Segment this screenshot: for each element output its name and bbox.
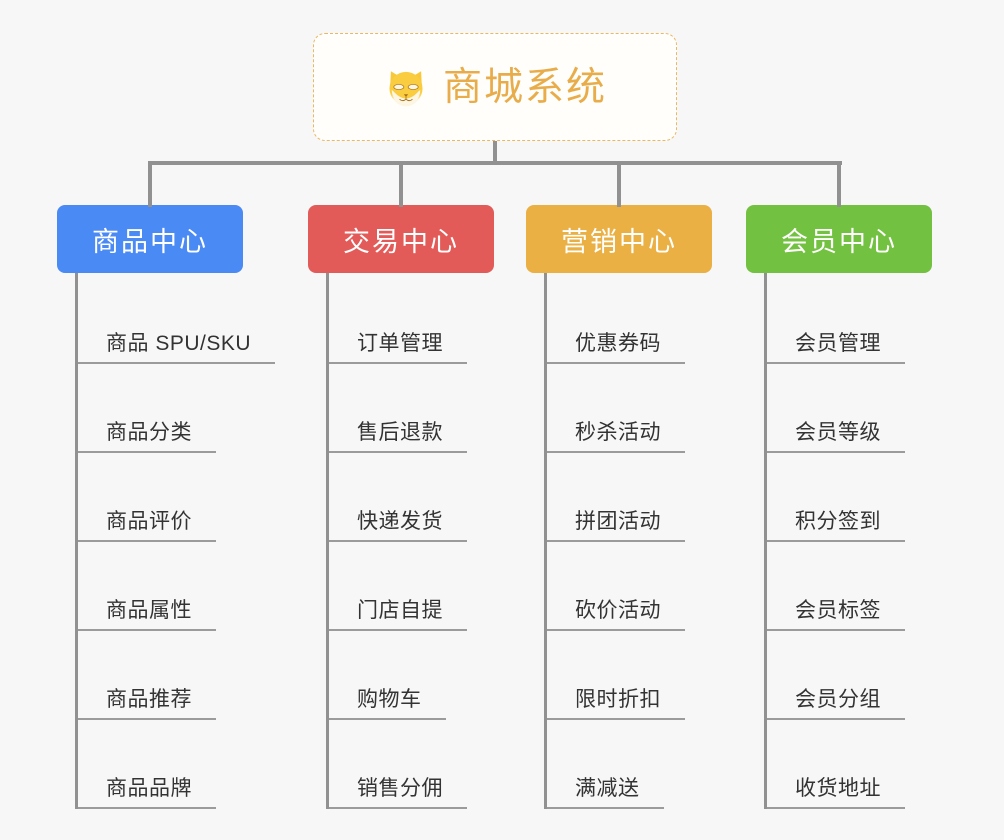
leaf-item-label: 购物车 — [353, 688, 446, 720]
leaf-item-label: 售后退款 — [353, 421, 467, 453]
leaf-item[interactable]: 会员标签 — [767, 542, 932, 631]
leaf-item-label: 商品品牌 — [102, 777, 216, 809]
leaf-item-label: 订单管理 — [353, 332, 467, 364]
leaf-item-label: 优惠券码 — [571, 332, 685, 364]
leaf-item-label: 限时折扣 — [571, 688, 685, 720]
leaf-item-label: 砍价活动 — [571, 599, 685, 631]
leaf-item[interactable]: 积分签到 — [767, 453, 932, 542]
leaf-item-label: 商品属性 — [102, 599, 216, 631]
branch-trade-center: 交易中心订单管理售后退款快递发货门店自提购物车销售分佣 — [308, 205, 494, 809]
leaf-item-label: 会员分组 — [791, 688, 905, 720]
leaf-item-label: 商品评价 — [102, 510, 216, 542]
leaf-item[interactable]: 商品推荐 — [78, 631, 243, 720]
connector-drop-trade-center — [399, 161, 403, 207]
leaf-item-label: 会员管理 — [791, 332, 905, 364]
leaf-item[interactable]: 售后退款 — [329, 364, 494, 453]
leaf-item-label: 会员等级 — [791, 421, 905, 453]
category-label: 营销中心 — [561, 226, 677, 257]
branch-marketing-center: 营销中心优惠券码秒杀活动拼团活动砍价活动限时折扣满减送 — [526, 205, 712, 809]
connector-drop-product-center — [148, 161, 152, 207]
leaf-item-label: 商品 SPU/SKU — [102, 332, 276, 364]
leaf-item[interactable]: 秒杀活动 — [547, 364, 712, 453]
leaf-item-label: 秒杀活动 — [571, 421, 685, 453]
category-label: 会员中心 — [781, 226, 897, 257]
leaf-item-label: 门店自提 — [353, 599, 467, 631]
leaf-item-label: 满减送 — [571, 777, 664, 809]
leaf-list-product-center: 商品 SPU/SKU 商品分类商品评价商品属性商品推荐商品品牌 — [75, 273, 276, 809]
leaf-item[interactable]: 商品分类 — [78, 364, 243, 453]
branch-product-center: 商品中心商品 SPU/SKU 商品分类商品评价商品属性商品推荐商品品牌 — [57, 205, 276, 809]
category-box-marketing-center[interactable]: 营销中心 — [526, 205, 712, 273]
leaf-item-label: 积分签到 — [791, 510, 905, 542]
category-box-trade-center[interactable]: 交易中心 — [308, 205, 494, 273]
leaf-item[interactable]: 满减送 — [547, 720, 712, 809]
connector-drop-marketing-center — [617, 161, 621, 207]
leaf-item[interactable]: 限时折扣 — [547, 631, 712, 720]
connector-horizontal-bus — [150, 161, 842, 165]
leaf-item-label: 快递发货 — [353, 510, 467, 542]
shiba-inu-dog-face-icon — [383, 64, 429, 110]
leaf-item-label: 会员标签 — [791, 599, 905, 631]
leaf-item[interactable]: 会员管理 — [767, 275, 932, 364]
leaf-item-label: 拼团活动 — [571, 510, 685, 542]
leaf-item[interactable]: 砍价活动 — [547, 542, 712, 631]
category-label: 商品中心 — [92, 226, 208, 257]
leaf-item[interactable]: 商品评价 — [78, 453, 243, 542]
leaf-item[interactable]: 门店自提 — [329, 542, 494, 631]
category-box-member-center[interactable]: 会员中心 — [746, 205, 932, 273]
connector-drop-member-center — [837, 161, 841, 207]
root-title: 商城系统 — [442, 65, 607, 109]
leaf-item[interactable]: 订单管理 — [329, 275, 494, 364]
connector-root-stem — [493, 141, 497, 164]
leaf-list-trade-center: 订单管理售后退款快递发货门店自提购物车销售分佣 — [326, 273, 494, 809]
root-node[interactable]: 商城系统 — [313, 33, 677, 141]
leaf-item[interactable]: 会员等级 — [767, 364, 932, 453]
branch-member-center: 会员中心会员管理会员等级积分签到会员标签会员分组收货地址 — [746, 205, 932, 809]
category-label: 交易中心 — [343, 226, 459, 257]
leaf-item-label: 收货地址 — [791, 777, 905, 809]
category-box-product-center[interactable]: 商品中心 — [57, 205, 243, 273]
leaf-item-label: 商品分类 — [102, 421, 216, 453]
leaf-item-label: 销售分佣 — [353, 777, 467, 809]
leaf-list-marketing-center: 优惠券码秒杀活动拼团活动砍价活动限时折扣满减送 — [544, 273, 712, 809]
leaf-item[interactable]: 商品属性 — [78, 542, 243, 631]
leaf-item-label: 商品推荐 — [102, 688, 216, 720]
leaf-item[interactable]: 拼团活动 — [547, 453, 712, 542]
leaf-item[interactable]: 会员分组 — [767, 631, 932, 720]
leaf-item[interactable]: 商品品牌 — [78, 720, 243, 809]
leaf-item[interactable]: 商品 SPU/SKU — [78, 275, 276, 364]
leaf-item[interactable]: 收货地址 — [767, 720, 932, 809]
leaf-item[interactable]: 优惠券码 — [547, 275, 712, 364]
leaf-item[interactable]: 销售分佣 — [329, 720, 494, 809]
leaf-item[interactable]: 购物车 — [329, 631, 494, 720]
leaf-list-member-center: 会员管理会员等级积分签到会员标签会员分组收货地址 — [764, 273, 932, 809]
leaf-item[interactable]: 快递发货 — [329, 453, 494, 542]
